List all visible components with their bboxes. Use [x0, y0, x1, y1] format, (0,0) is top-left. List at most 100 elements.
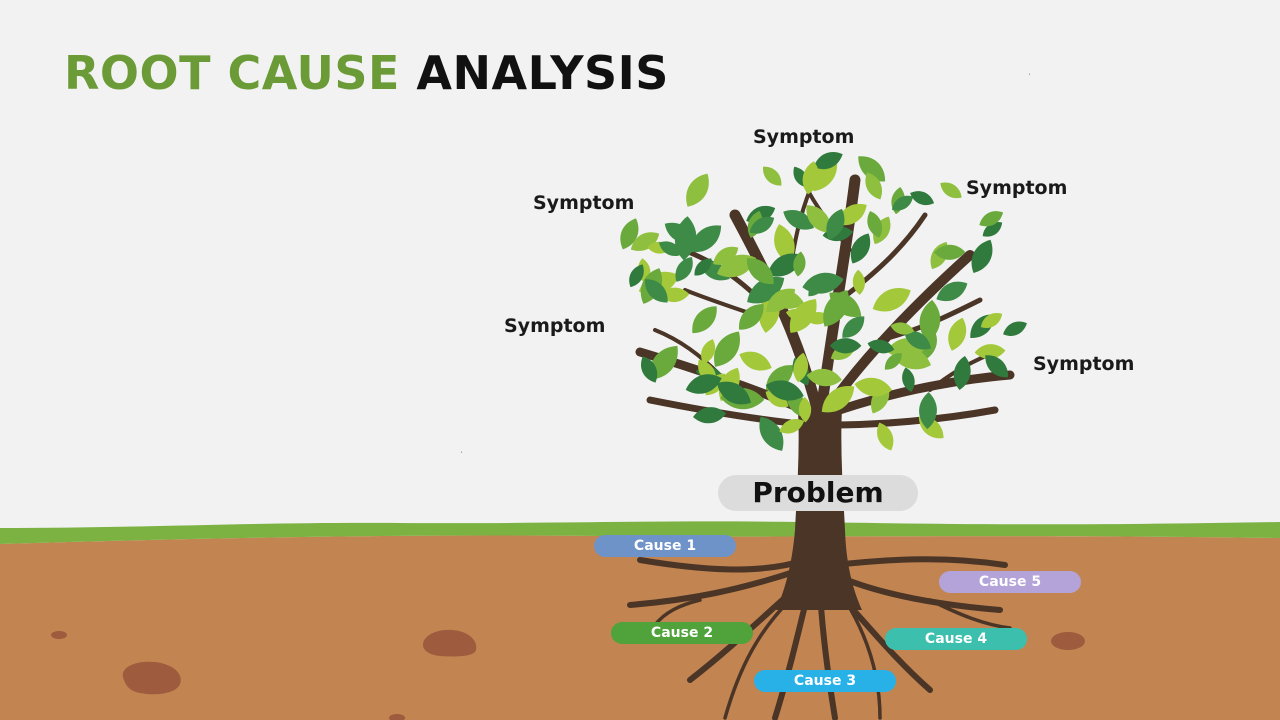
leaf [872, 287, 911, 312]
leaf [904, 330, 932, 350]
leaf [645, 279, 668, 303]
cause-label-3: Cause 3 [754, 670, 896, 692]
leaf [641, 356, 658, 383]
leaf [867, 211, 882, 238]
leaf [829, 338, 862, 354]
leaf [783, 209, 814, 230]
leaf [902, 367, 915, 392]
leaf [808, 278, 825, 297]
leaf [865, 172, 883, 200]
leaf [620, 218, 639, 250]
branch [729, 209, 826, 426]
leaf [806, 369, 842, 387]
leaf [767, 253, 803, 277]
leaf [658, 241, 682, 256]
leaf [717, 381, 751, 405]
symptom-label-top-right: Symptom [966, 177, 1068, 199]
leaf [694, 258, 712, 276]
grass-strip [0, 521, 1280, 544]
title-rest: ANALYSIS [416, 46, 669, 100]
leaf [785, 308, 810, 321]
leaf [936, 281, 968, 302]
leaf [793, 352, 809, 383]
root [627, 567, 803, 608]
leaf [852, 269, 865, 295]
root [637, 557, 808, 573]
root [832, 556, 1008, 568]
leaf [1003, 321, 1027, 336]
leaf [979, 211, 1004, 227]
root [653, 598, 702, 627]
leaf [842, 316, 865, 338]
leaf [985, 355, 1009, 378]
leaf [693, 407, 727, 424]
leaf [774, 224, 795, 264]
leaf [765, 380, 804, 401]
leaf [739, 351, 772, 371]
leaf [919, 299, 941, 343]
symptom-label-top: Symptom [753, 126, 855, 148]
leaf [934, 244, 966, 260]
root [723, 598, 792, 720]
slide-title: ROOT CAUSE ANALYSIS [64, 50, 669, 96]
leaf [850, 233, 871, 264]
leaf [813, 151, 843, 170]
cause-label-5: Cause 5 [939, 571, 1081, 593]
leaf [746, 258, 774, 285]
leaf [982, 221, 1003, 237]
leaf [701, 339, 716, 365]
leaf [806, 205, 831, 233]
title-highlight: ROOT CAUSE [64, 46, 400, 100]
leaf [802, 161, 820, 195]
cause-label-4: Cause 4 [885, 628, 1027, 650]
leaf [739, 304, 764, 330]
leaf [779, 418, 805, 434]
leaf [854, 377, 893, 397]
branch [826, 406, 999, 429]
stray-mark: ˌ [1028, 65, 1031, 75]
root [928, 598, 1012, 630]
leaf [821, 385, 855, 413]
leaf [763, 166, 782, 186]
leaf [793, 251, 806, 277]
leaf [766, 288, 796, 313]
rocks [51, 629, 1085, 720]
leaf [919, 392, 937, 430]
leaf [953, 355, 971, 391]
leaf [747, 276, 785, 304]
leaf [664, 222, 694, 243]
leaf [891, 195, 914, 211]
leaf [692, 306, 717, 334]
symptom-label-right: Symptom [1033, 353, 1135, 375]
leaf [877, 422, 894, 451]
symptom-label-top-left: Symptom [533, 192, 635, 214]
leaf [716, 254, 757, 278]
leaf [884, 353, 902, 370]
leaf [675, 257, 693, 282]
leaf [858, 156, 886, 182]
leaf [630, 232, 660, 251]
leaf [685, 374, 722, 394]
stray-mark: ˌ [460, 443, 463, 453]
leaf [889, 346, 932, 370]
leaf [713, 246, 739, 265]
leaf [826, 208, 845, 240]
cause-label-2: Cause 2 [611, 622, 753, 644]
branch [837, 212, 928, 303]
leaf [971, 239, 993, 273]
leaf [714, 331, 740, 367]
leaf [765, 390, 789, 408]
cause-label-1: Cause 1 [594, 535, 736, 557]
leaf [974, 344, 1006, 360]
leaf [629, 264, 644, 288]
leaf [940, 182, 962, 199]
leaf [686, 173, 709, 207]
leaf [910, 191, 935, 206]
leaf [948, 317, 967, 351]
tree-canopy [620, 151, 1027, 451]
leaf [749, 216, 775, 234]
leaf [980, 313, 1003, 328]
branch [820, 370, 1015, 420]
symptom-label-left: Symptom [504, 315, 606, 337]
